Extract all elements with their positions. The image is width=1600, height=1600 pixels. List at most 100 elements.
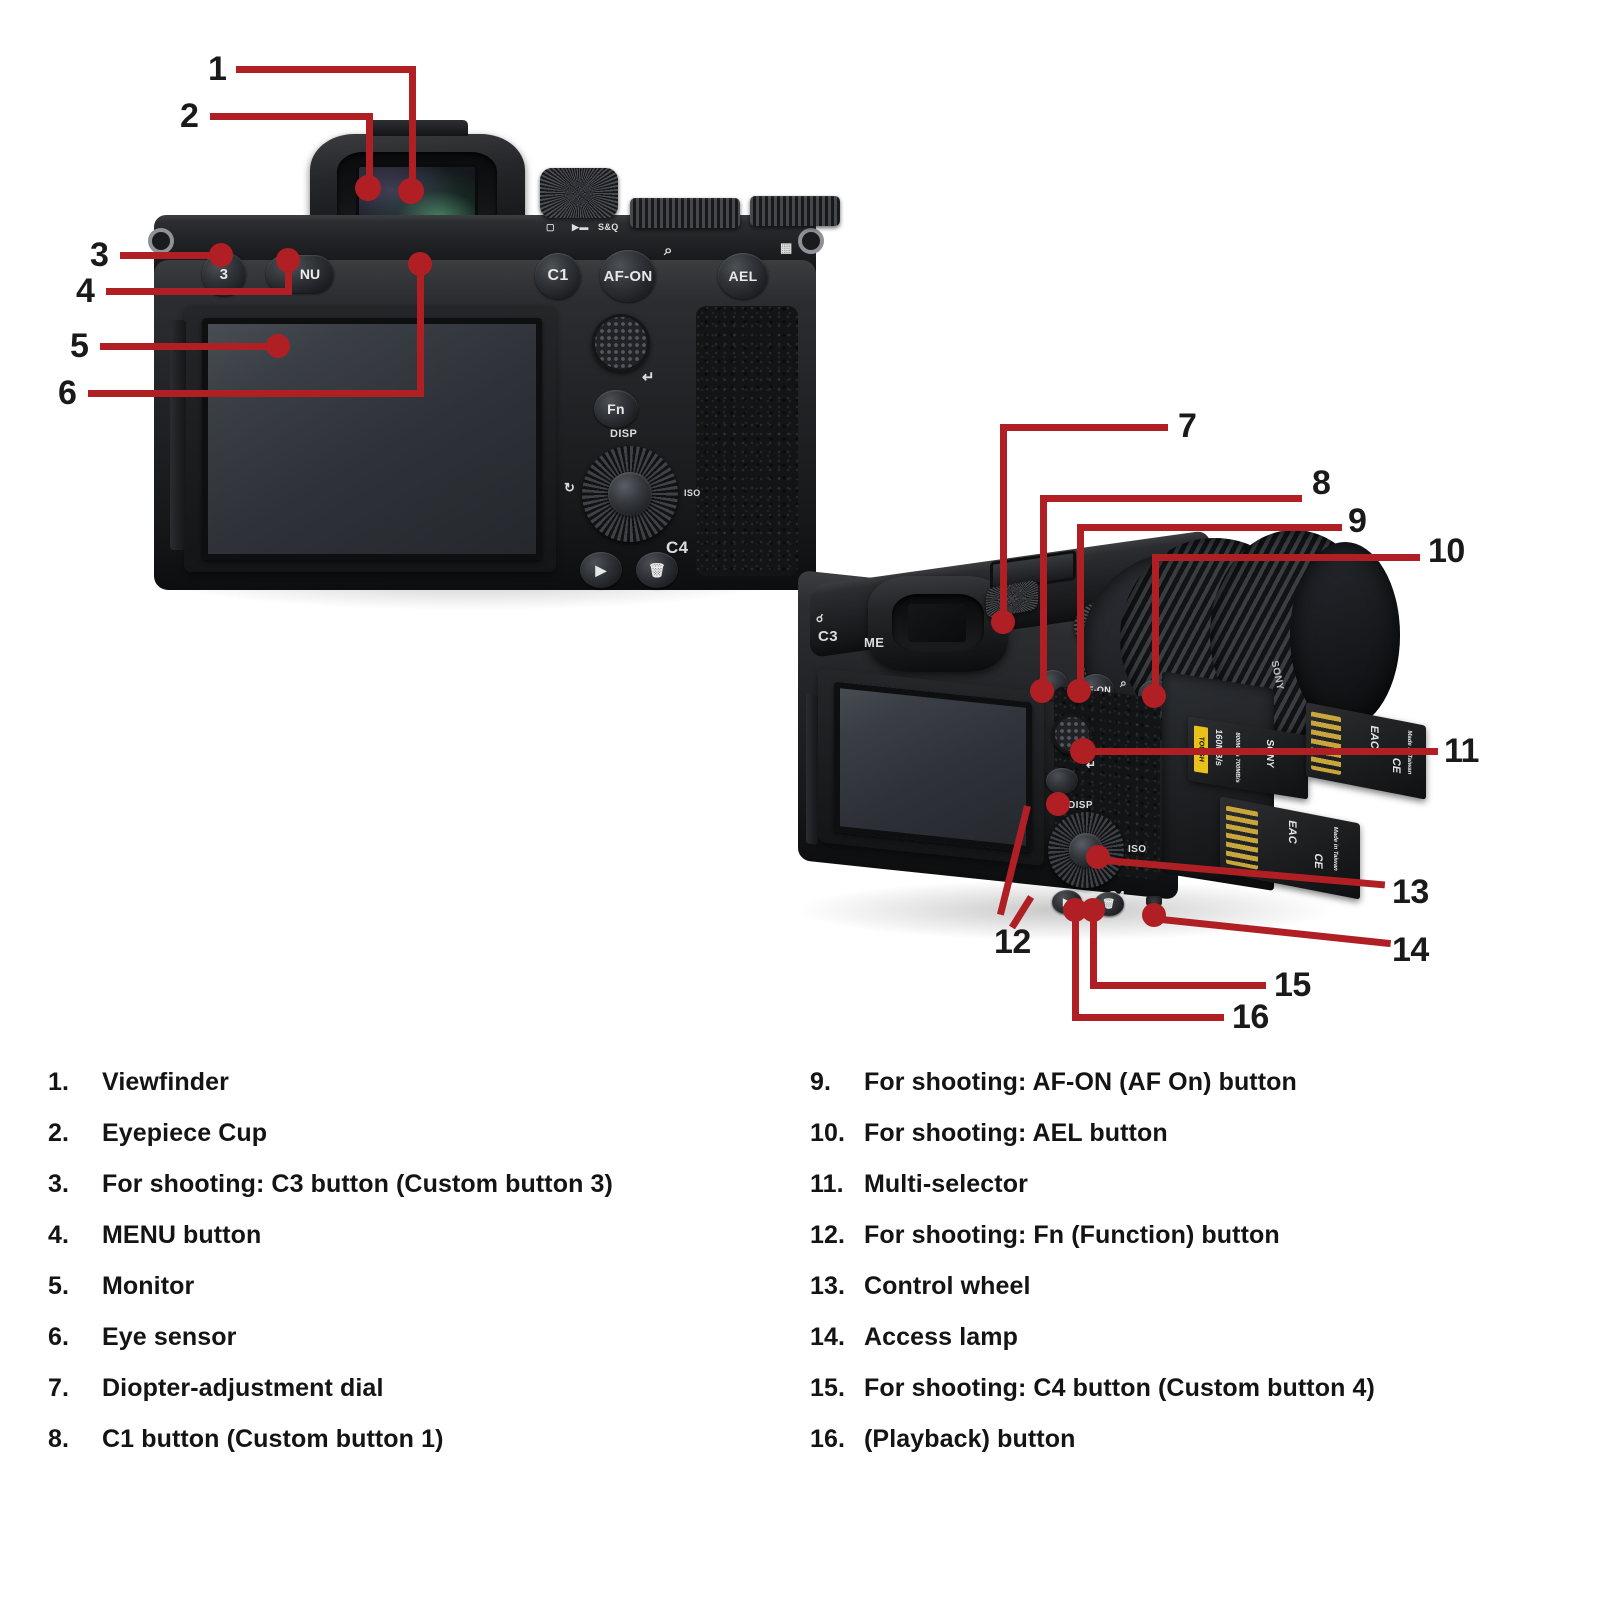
callout-2-number: 2 bbox=[180, 97, 199, 135]
legend-item-4-number: 4. bbox=[48, 1221, 70, 1249]
legend-item-3-number: 3. bbox=[48, 1170, 70, 1198]
legend-item-9-text: For shooting: AF-ON (AF On) button bbox=[864, 1068, 1297, 1096]
mode-dial-movie-icon: ▶▬ bbox=[572, 222, 589, 232]
legend-item-5-number: 5. bbox=[48, 1272, 70, 1300]
callout-9-dot bbox=[1067, 679, 1091, 703]
callout-13-dot bbox=[1086, 845, 1110, 869]
ael-button[interactable]: AEL bbox=[718, 253, 768, 299]
callout-6-dot bbox=[408, 252, 432, 276]
strap-lug-left bbox=[148, 228, 174, 254]
multi-selector[interactable] bbox=[592, 314, 650, 372]
callout-7-line-h bbox=[1000, 424, 1168, 431]
control-wheel-angled[interactable] bbox=[1048, 812, 1124, 888]
playback-button[interactable]: ▶ bbox=[580, 552, 622, 588]
monitor-hinge-angled bbox=[806, 693, 818, 845]
memory-card-ce-top: CE bbox=[1390, 756, 1402, 775]
memory-card-eac-bottom: EAC bbox=[1286, 819, 1298, 845]
send-to-smartphone-icon-angled: ↵ bbox=[1086, 758, 1097, 772]
fn-button-angled[interactable] bbox=[1046, 768, 1078, 794]
legend-item-1: 1. Viewfinder bbox=[48, 1068, 760, 1119]
legend-column-left: 1. Viewfinder 2. Eyepiece Cup 3. For sho… bbox=[0, 1068, 760, 1476]
legend-item-14: 14. Access lamp bbox=[810, 1323, 1520, 1374]
callout-10-line-h bbox=[1152, 554, 1420, 561]
callout-4-dot bbox=[276, 248, 300, 272]
legend-item-1-text: Viewfinder bbox=[102, 1068, 229, 1096]
memory-card-pins-bottom bbox=[1226, 805, 1258, 870]
legend-item-2-number: 2. bbox=[48, 1119, 70, 1147]
memory-card-readwrite-label: 800MB/s 700MB/s bbox=[1234, 731, 1240, 784]
viewfinder-hood bbox=[368, 120, 468, 136]
af-on-button-label: AF-ON bbox=[603, 267, 653, 285]
rear-dial-1[interactable] bbox=[630, 198, 740, 228]
legend-item-10-text: For shooting: AEL button bbox=[864, 1119, 1168, 1147]
callout-3-number: 3 bbox=[90, 236, 109, 274]
magnify-icon: ⌕ bbox=[664, 242, 673, 259]
legend-item-12: 12. For shooting: Fn (Function) button bbox=[810, 1221, 1520, 1272]
callout-8-line-h bbox=[1040, 495, 1302, 502]
callout-13-number: 13 bbox=[1392, 873, 1429, 911]
memory-card-origin-bottom: Made in Taiwan bbox=[1332, 826, 1338, 872]
memory-card-ce-bottom: CE bbox=[1312, 852, 1324, 870]
legend-item-2: 2. Eyepiece Cup bbox=[48, 1119, 760, 1170]
ael-button-label: AEL bbox=[728, 268, 758, 284]
legend-item-14-text: Access lamp bbox=[864, 1323, 1018, 1351]
legend-item-8-number: 8. bbox=[48, 1425, 70, 1453]
legend-column-right: 9. For shooting: AF-ON (AF On) button 10… bbox=[760, 1068, 1520, 1476]
c3-label-angled: C3 bbox=[818, 628, 838, 645]
callout-16-line-h bbox=[1072, 1014, 1224, 1021]
legend-item-4: 4. MENU button bbox=[48, 1221, 760, 1272]
legend-item-16: 16. (Playback) button bbox=[810, 1425, 1520, 1476]
control-wheel[interactable] bbox=[582, 446, 678, 542]
c1-button[interactable]: C1 bbox=[535, 253, 581, 299]
callout-2-line-h bbox=[210, 113, 373, 120]
callout-16-line-v bbox=[1072, 918, 1079, 1018]
callout-12-number: 12 bbox=[994, 923, 1031, 961]
af-on-button[interactable]: AF-ON bbox=[600, 250, 656, 302]
callout-6-line-h bbox=[88, 390, 424, 397]
callout-6-number: 6 bbox=[58, 374, 77, 412]
callout-16-dot bbox=[1063, 898, 1087, 922]
monitor[interactable] bbox=[202, 318, 542, 560]
disp-label-angled: DISP bbox=[1068, 800, 1093, 811]
callout-15-line-v bbox=[1090, 916, 1097, 986]
parts-legend: 1. Viewfinder 2. Eyepiece Cup 3. For sho… bbox=[0, 1068, 1600, 1476]
callout-7-number: 7 bbox=[1178, 407, 1197, 445]
control-wheel-center[interactable] bbox=[608, 472, 652, 516]
legend-item-15-number: 15. bbox=[810, 1374, 846, 1402]
mode-dial[interactable] bbox=[540, 168, 618, 218]
mode-dial-sq-label: S&Q bbox=[598, 222, 619, 232]
callout-9-number: 9 bbox=[1348, 502, 1367, 540]
legend-item-7-number: 7. bbox=[48, 1374, 70, 1402]
callout-6-line-v bbox=[417, 262, 424, 394]
callout-4-line-h bbox=[106, 288, 292, 295]
callout-4-number: 4 bbox=[76, 272, 95, 310]
callout-5-number: 5 bbox=[70, 327, 89, 365]
legend-item-5: 5. Monitor bbox=[48, 1272, 760, 1323]
disp-label: DISP bbox=[610, 428, 638, 440]
callout-10-dot bbox=[1142, 684, 1166, 708]
c3-button-label: 3 bbox=[219, 265, 229, 283]
legend-item-12-number: 12. bbox=[810, 1221, 846, 1249]
lens-front-element bbox=[1290, 542, 1400, 728]
monitor-angled[interactable] bbox=[834, 681, 1032, 853]
rear-dial-2[interactable] bbox=[750, 196, 840, 226]
fn-button[interactable]: Fn bbox=[594, 390, 638, 428]
c1-button-label: C1 bbox=[547, 267, 569, 284]
legend-item-8-text: C1 button (Custom button 1) bbox=[102, 1425, 444, 1453]
legend-item-6-number: 6. bbox=[48, 1323, 70, 1351]
callout-9-line-v bbox=[1077, 524, 1084, 688]
callout-10-line-v bbox=[1152, 554, 1159, 692]
legend-item-13-text: Control wheel bbox=[864, 1272, 1031, 1300]
callout-15-line-h bbox=[1090, 982, 1266, 989]
callout-14-number: 14 bbox=[1392, 931, 1429, 969]
callout-7-line-v bbox=[1000, 424, 1007, 618]
callout-16-number: 16 bbox=[1232, 998, 1269, 1036]
callout-8-line-v bbox=[1040, 495, 1047, 688]
legend-item-16-number: 16. bbox=[810, 1425, 846, 1453]
legend-item-8: 8. C1 button (Custom button 1) bbox=[48, 1425, 760, 1476]
callout-3-line-h bbox=[120, 252, 216, 259]
legend-item-15-text: For shooting: C4 button (Custom button 4… bbox=[864, 1374, 1375, 1402]
legend-item-6-text: Eye sensor bbox=[102, 1323, 237, 1351]
c4-delete-button[interactable]: 🗑 bbox=[636, 552, 678, 588]
legend-item-5-text: Monitor bbox=[102, 1272, 195, 1300]
